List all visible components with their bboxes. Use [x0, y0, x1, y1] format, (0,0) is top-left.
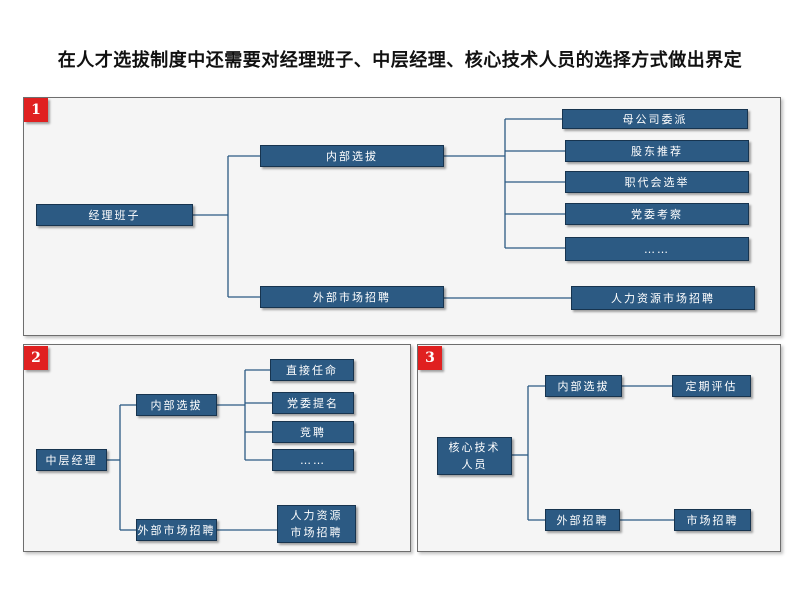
p1-internal-child-3: 职代会选举	[565, 171, 749, 193]
page-title: 在人才选拔制度中还需要对经理班子、中层经理、核心技术人员的选择方式做出界定	[57, 50, 743, 71]
p2-internal-node: 内部选拔	[136, 394, 217, 416]
p3-root-node: 核心技术 人员	[437, 437, 512, 475]
p1-external-node: 外部市场招聘	[260, 286, 444, 308]
panel-3-badge: 3	[418, 346, 442, 370]
p3-external-child: 市场招聘	[674, 509, 751, 531]
p1-internal-child-1: 母公司委派	[562, 109, 748, 129]
p2-internal-child-4: ……	[272, 449, 354, 471]
p1-root-node: 经理班子	[36, 204, 193, 226]
p2-root-node: 中层经理	[36, 449, 107, 471]
p2-internal-child-2: 党委提名	[272, 392, 354, 414]
p1-internal-child-2: 股东推荐	[565, 140, 749, 162]
p2-internal-child-1: 直接任命	[270, 359, 354, 381]
p2-internal-child-3: 竞聘	[272, 421, 354, 443]
panel-1-badge: 1	[24, 98, 48, 122]
p3-external-node: 外部招聘	[545, 509, 620, 531]
panel-2-badge: 2	[24, 346, 48, 370]
p3-internal-node: 内部选拔	[545, 375, 622, 397]
p2-external-node: 外部市场招聘	[136, 519, 217, 541]
p1-internal-child-5: ……	[565, 237, 749, 261]
p2-external-child: 人力资源 市场招聘	[277, 505, 356, 543]
p1-internal-child-4: 党委考察	[565, 203, 749, 225]
p1-external-child: 人力资源市场招聘	[571, 286, 755, 310]
p1-internal-node: 内部选拔	[260, 145, 444, 167]
p3-internal-child: 定期评估	[672, 375, 751, 397]
